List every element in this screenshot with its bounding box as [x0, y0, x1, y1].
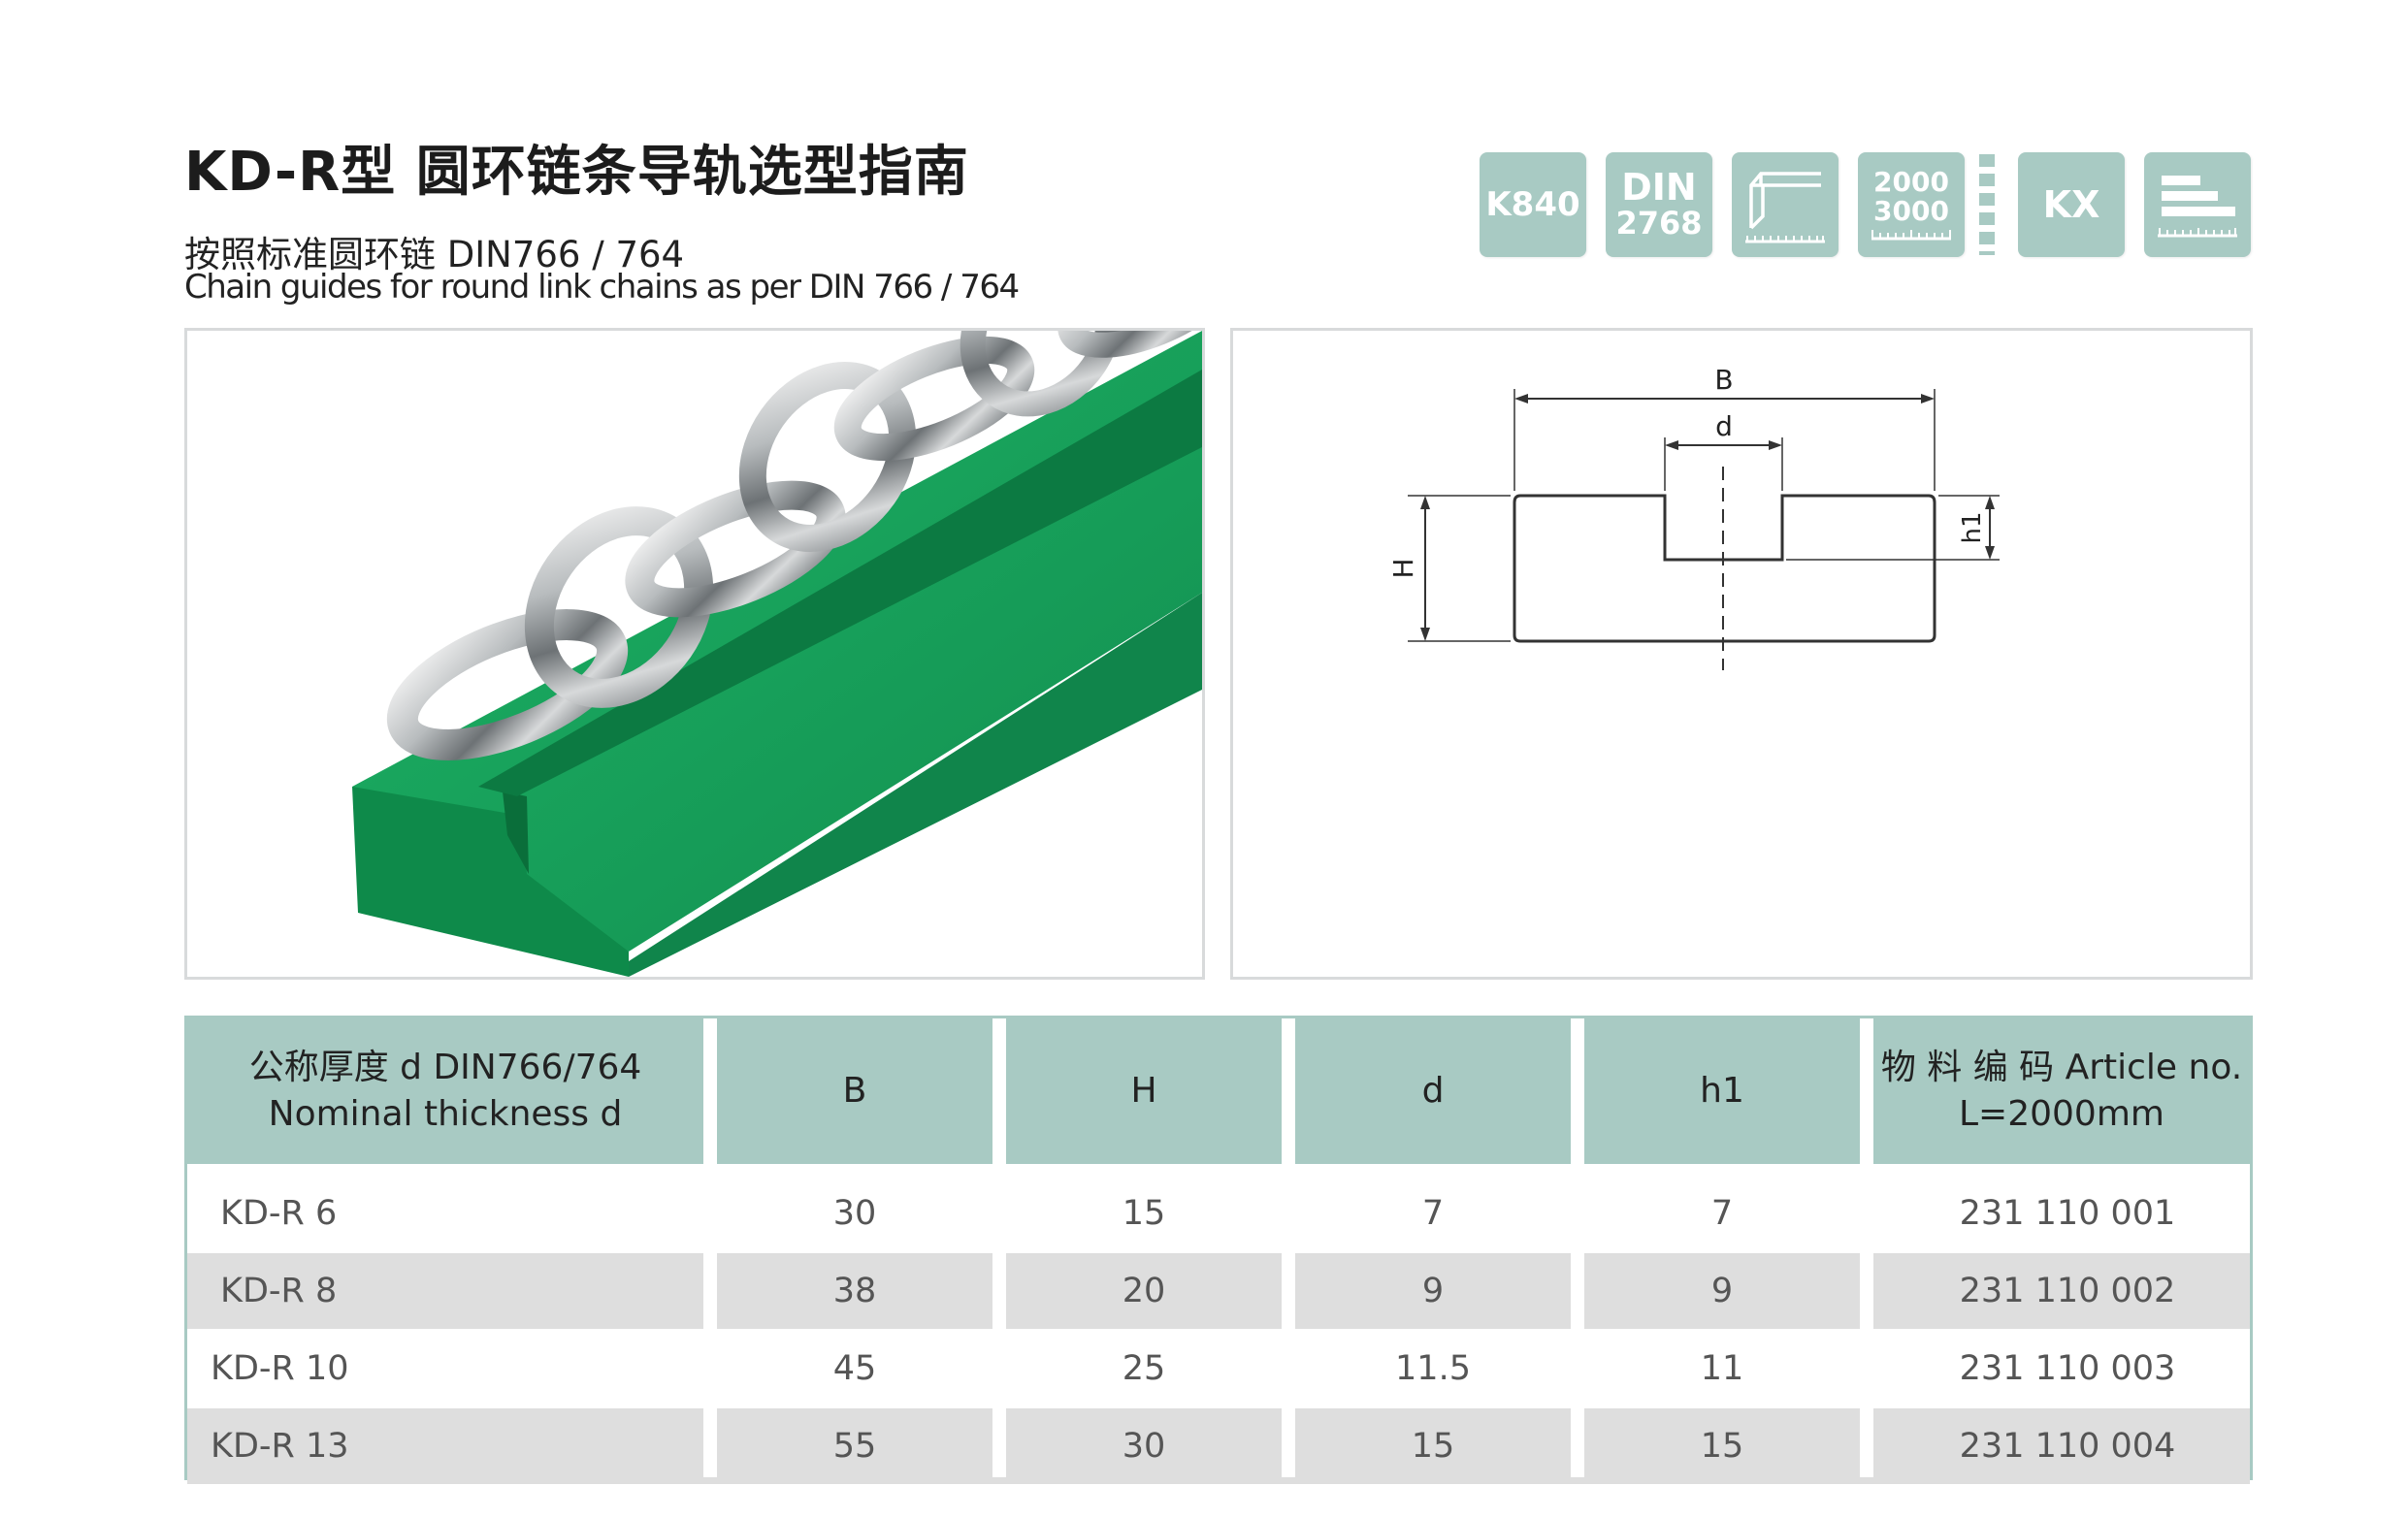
profile-drawing: B d H h1	[1230, 328, 2253, 980]
cell-article: 231 110 003	[1959, 1349, 2176, 1388]
cross-section-drawing: B d H h1	[1387, 364, 2000, 670]
guide-groove	[478, 370, 1202, 796]
header-B: B	[717, 1018, 992, 1164]
cell-h1: 9	[1710, 1272, 1734, 1310]
cell-B: 55	[832, 1427, 877, 1466]
cell-h1: 11	[1700, 1349, 1744, 1388]
badge-divider	[1979, 154, 1995, 255]
spec-table: 公称厚度 d DIN766/764 Nominal thickness d B …	[184, 1016, 2253, 1484]
column-divider	[703, 1018, 717, 1477]
badge-din-line1: DIN	[1621, 166, 1697, 209]
badge-length-line1: 2000	[1873, 166, 1949, 198]
cell-d: 7	[1421, 1194, 1445, 1233]
badge-kx-label: KX	[2042, 183, 2100, 226]
cell-article: 231 110 002	[1959, 1272, 2176, 1310]
cell-H: 25	[1122, 1349, 1166, 1388]
cell-h1: 15	[1700, 1427, 1744, 1466]
cell-d: 9	[1421, 1272, 1445, 1310]
cell-d: 15	[1411, 1427, 1455, 1466]
label-h1: h1	[1958, 511, 1987, 543]
guide-end-face	[352, 787, 629, 977]
cell-model: KD-R 8	[220, 1272, 338, 1310]
column-divider	[1282, 1018, 1295, 1477]
header-d: d	[1295, 1018, 1571, 1164]
cell-B: 38	[832, 1272, 877, 1310]
ruler-icon	[1871, 230, 1951, 241]
badge-din-2768: DIN 2768	[1606, 152, 1712, 257]
profile-outline-icon	[1745, 172, 1825, 243]
cell-B: 30	[832, 1194, 877, 1233]
column-divider	[992, 1018, 1006, 1477]
column-divider	[1860, 1018, 1873, 1477]
table-row: KD-R 6 30 15 7 7 231 110 001	[187, 1176, 2250, 1251]
cell-h1: 7	[1710, 1194, 1734, 1233]
label-H: H	[1387, 558, 1419, 578]
cell-model: KD-R 10	[211, 1349, 349, 1388]
badge-length: 2000 3000	[1858, 152, 1965, 257]
badge-profile	[1732, 152, 1839, 257]
header-article-no: 物 料 编 码 Article no. L=2000mm	[1873, 1018, 2250, 1164]
header-nominal-line1: 公称厚度 d DIN766/764	[248, 1048, 642, 1087]
badge-length-line2: 3000	[1873, 195, 1949, 227]
guide-profile-outline	[1513, 494, 1936, 643]
header-nominal-thickness: 公称厚度 d DIN766/764 Nominal thickness d	[187, 1018, 703, 1164]
header-H: H	[1006, 1018, 1282, 1164]
cell-model: KD-R 6	[220, 1194, 338, 1233]
cell-article: 231 110 001	[1959, 1194, 2176, 1233]
subtitle-english: Chain guides for round link chains as pe…	[184, 268, 1020, 307]
page-title: KD-R型 圆环链条导轨选型指南	[184, 141, 969, 204]
header-article-line2: L=2000mm	[1959, 1094, 2164, 1134]
product-photo	[184, 328, 1205, 980]
badge-k840-label: K840	[1485, 185, 1580, 224]
badge-stack	[2144, 152, 2251, 257]
header-h1: h1	[1584, 1018, 1860, 1164]
cell-H: 20	[1122, 1272, 1166, 1310]
cell-B: 45	[832, 1349, 877, 1388]
stacked-bars-icon	[2158, 176, 2237, 238]
subtitle-chinese: 按照标准圆环链 DIN766 / 764	[184, 234, 685, 275]
badge-k840: K840	[1480, 152, 1586, 257]
cell-d: 11.5	[1395, 1349, 1471, 1388]
table-row: KD-R 8 38 20 9 9 231 110 002	[187, 1253, 2250, 1329]
cell-model: KD-R 13	[211, 1427, 349, 1466]
cell-H: 15	[1122, 1194, 1166, 1233]
chain-guide-illustration	[352, 331, 1202, 977]
table-row: KD-R 10 45 25 11.5 11 231 110 003	[187, 1331, 2250, 1406]
label-B: B	[1714, 364, 1733, 396]
column-divider	[1571, 1018, 1584, 1477]
guide-side-face	[629, 593, 1202, 977]
label-d: d	[1715, 410, 1733, 442]
badge-kx: KX	[2018, 152, 2125, 257]
round-link-chain	[386, 331, 1202, 760]
badge-din-line2: 2768	[1615, 205, 1703, 242]
header-article-line1: 物 料 编 码 Article no.	[1880, 1048, 2243, 1087]
cell-H: 30	[1122, 1427, 1166, 1466]
cell-article: 231 110 004	[1959, 1427, 2176, 1466]
table-row: KD-R 13 55 30 15 15 231 110 004	[187, 1408, 2250, 1484]
header-nominal-line2: Nominal thickness d	[268, 1094, 623, 1134]
